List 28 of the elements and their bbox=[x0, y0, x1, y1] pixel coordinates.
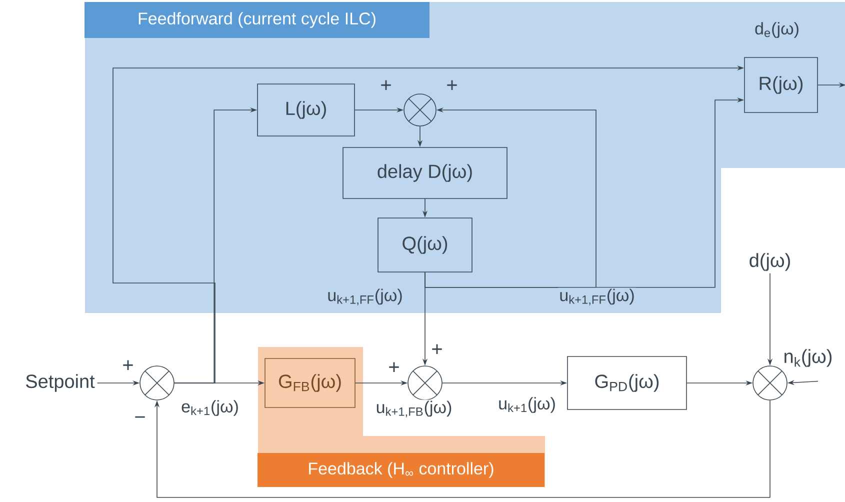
edge-label: u$_{k+1,FF}$(jω) bbox=[326, 288, 404, 306]
signal-label: d(jω) bbox=[750, 253, 790, 271]
block: G$_{PD}$(jω) bbox=[567, 356, 687, 410]
summing-junction bbox=[408, 366, 442, 400]
block: L(jω) bbox=[257, 84, 355, 136]
region-heading: Feedback (H$_{∞}$ controller) bbox=[258, 453, 544, 487]
edge-label: u$_{k+1,FF}$(jω) bbox=[558, 288, 636, 306]
edge-label: e$_{k+1}$(jω) bbox=[180, 399, 240, 417]
edge-label: u$_{k+1}$(jω) bbox=[497, 396, 557, 414]
summing-junction bbox=[752, 366, 788, 400]
arrow bbox=[154, 400, 770, 498]
signal-label: n$_{k}$(jω) bbox=[784, 349, 832, 367]
edge-label: d$_{e}$(jω) bbox=[754, 21, 800, 39]
block: R(jω) bbox=[744, 57, 818, 113]
summing-junction bbox=[140, 366, 174, 400]
edge-label: u$_{k+1,FB}$(jω) bbox=[374, 400, 454, 418]
block: delay D(jω) bbox=[342, 147, 508, 199]
sign-label: + bbox=[123, 360, 133, 370]
summing-junction bbox=[404, 94, 436, 126]
signal-label: Setpoint bbox=[26, 374, 95, 392]
sign-label: + bbox=[432, 344, 442, 354]
block: Q(jω) bbox=[378, 218, 472, 272]
sign-label: − bbox=[135, 416, 145, 418]
region-heading: Feedforward (current cycle ILC) bbox=[84, 2, 430, 38]
sign-label: + bbox=[389, 362, 399, 372]
sign-label: + bbox=[381, 80, 391, 90]
block: G$_{FB}$(jω) bbox=[264, 358, 356, 408]
sign-label: + bbox=[447, 80, 457, 90]
